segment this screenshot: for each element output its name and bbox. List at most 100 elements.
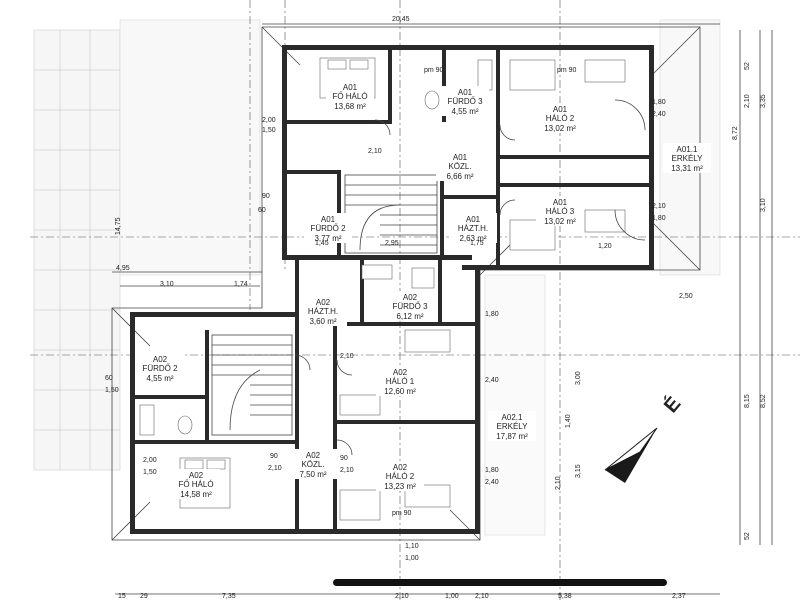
room-area: 2,63 m² <box>459 234 486 243</box>
dim-1-75: 1,75 <box>470 240 484 247</box>
dim-bottom-3: 7,35 <box>222 593 236 600</box>
dim-bottom-8: 2,37 <box>672 593 686 600</box>
dim-1-50-b: 1,50 <box>143 469 157 476</box>
room-label-bg <box>299 296 347 326</box>
room-name: FŐ HÁLÓ <box>332 92 367 101</box>
dim-2-40-d: 2,40 <box>485 479 499 486</box>
room-area: 7,50 m² <box>299 470 326 479</box>
room-area: 12,60 m² <box>384 387 416 396</box>
dim-90-c: 90 <box>262 193 270 200</box>
dim-1-80-b: 2,10 <box>652 203 666 210</box>
dim-left-14-75: 14,75 <box>115 217 122 235</box>
dimension-lines <box>112 23 773 595</box>
room-id: A02 <box>393 463 408 472</box>
dim-60: 60 <box>105 375 113 382</box>
dim-1-20: 1,20 <box>598 243 612 250</box>
room-area: 13,31 m² <box>671 164 703 173</box>
room-name: FÜRDŐ 2 <box>310 224 346 233</box>
dim-2-40-b: 1,80 <box>652 215 666 222</box>
dim-bottom-2: 29 <box>140 593 148 600</box>
dim-1-50-c: 1,50 <box>105 387 119 394</box>
dim-2-10-a: 2,10 <box>368 148 382 155</box>
staircase-upper <box>344 174 438 254</box>
room-label-bg <box>536 103 584 133</box>
dimension-texts: 20,45 15 29 7,35 2,10 1,00 2,10 5,38 2,3… <box>105 16 767 600</box>
home-indicator[interactable] <box>333 579 667 586</box>
room-id: A01.1 <box>677 145 698 154</box>
room-id: A01 <box>458 88 473 97</box>
room-label-bg <box>436 151 484 181</box>
room-name: FÜRDŐ 3 <box>392 302 428 311</box>
room-label-bg <box>326 81 374 111</box>
dim-1-45: 1,45 <box>315 240 329 247</box>
room-area: 13,02 m² <box>544 124 576 133</box>
dim-2-10-d: 2,10 <box>340 467 354 474</box>
room-area: 14,58 m² <box>180 490 212 499</box>
room-label-bg <box>304 213 352 243</box>
room-id: A01 <box>553 198 568 207</box>
room-label-bg <box>376 366 424 396</box>
room-name: HÁLÓ 2 <box>386 472 415 481</box>
room-name: HÁLÓ 3 <box>546 207 575 216</box>
dim-pm90-b: pm 90 <box>557 67 577 74</box>
dim-90-b: 90 <box>340 455 348 462</box>
room-name: ERKÉLY <box>672 154 704 163</box>
room-area: 6,12 m² <box>396 312 423 321</box>
room-area: 13,68 m² <box>334 102 366 111</box>
room-name: FÜRDŐ 3 <box>447 97 483 106</box>
dim-90: 90 <box>270 453 278 460</box>
dim-1-90: 2,10 <box>555 476 562 490</box>
staircase-lower <box>211 334 293 436</box>
room-name: HÁZT.H. <box>458 224 488 233</box>
dim-bottom-4: 2,10 <box>395 593 409 600</box>
room-id: A02 <box>306 451 321 460</box>
dim-top-total: 20,45 <box>392 16 410 23</box>
dim-right-3-35: 3,35 <box>760 94 767 108</box>
dim-opening-2-55: 2,50 <box>679 293 693 300</box>
room-name: FÜRDŐ 2 <box>142 364 178 373</box>
room-name: ERKÉLY <box>497 422 529 431</box>
dim-3-15: 3,15 <box>575 464 582 478</box>
dim-right-8-15: 8,15 <box>744 394 751 408</box>
room-name: FŐ HÁLÓ <box>178 480 213 489</box>
dim-1-80-c: 1,80 <box>485 311 499 318</box>
room-label-bg <box>488 411 536 441</box>
dim-2-00-b: 2,00 <box>143 457 157 464</box>
room-label-bg <box>449 213 497 243</box>
room-label-bg <box>386 291 434 321</box>
dim-2-40-a: 2,40 <box>652 111 666 118</box>
room-name: KÖZL. <box>448 162 471 171</box>
dim-opening-1-74: 3,10 <box>160 281 174 288</box>
dim-2-10-c: 2,10 <box>268 465 282 472</box>
dim-left-1: 4,95 <box>116 265 130 272</box>
walls <box>130 45 654 534</box>
room-id: A01 <box>343 83 358 92</box>
room-id: A01 <box>553 105 568 114</box>
room-area: 3,60 m² <box>309 317 336 326</box>
room-name: KÖZL. <box>301 460 324 469</box>
dim-1-00: 1,00 <box>405 555 419 562</box>
room-area: 6,66 m² <box>446 172 473 181</box>
dim-1-80-a: 1,80 <box>652 99 666 106</box>
dim-bottom-5: 1,00 <box>445 593 459 600</box>
dim-opening-2-50: 1,74 <box>234 281 248 288</box>
room-id: A02 <box>316 298 331 307</box>
north-label: É <box>659 392 685 417</box>
room-id: A01 <box>453 153 468 162</box>
room-area: 3,77 m² <box>314 234 341 243</box>
room-id: A01 <box>321 215 336 224</box>
room-id: A02 <box>393 368 408 377</box>
room-label-bg <box>536 196 584 226</box>
room-id: A02 <box>153 355 168 364</box>
